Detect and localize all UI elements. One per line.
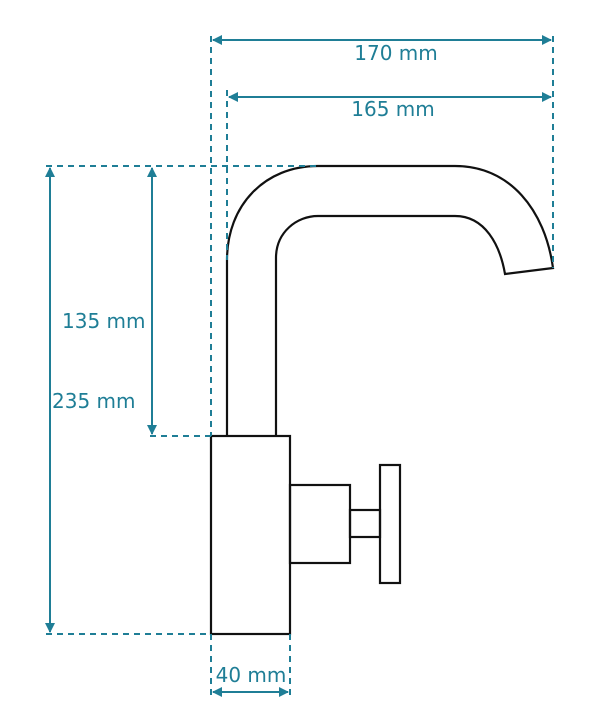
spout [225,164,555,436]
handle-stem [348,508,382,539]
body-width-label: 40 mm [216,663,287,687]
dimension-labels: 170 mm 165 mm 135 mm 235 mm 40 mm [52,41,438,687]
spout-reach-label: 165 mm [351,97,435,121]
faucet-body [209,434,292,636]
overall-height-label: 235 mm [52,389,136,413]
overall-width-label: 170 mm [354,41,438,65]
spout-height-label: 135 mm [62,309,146,333]
faucet-outline [209,164,555,636]
cross-handle [378,463,402,585]
handle-connector [288,483,352,565]
dimension-lines [45,35,554,700]
